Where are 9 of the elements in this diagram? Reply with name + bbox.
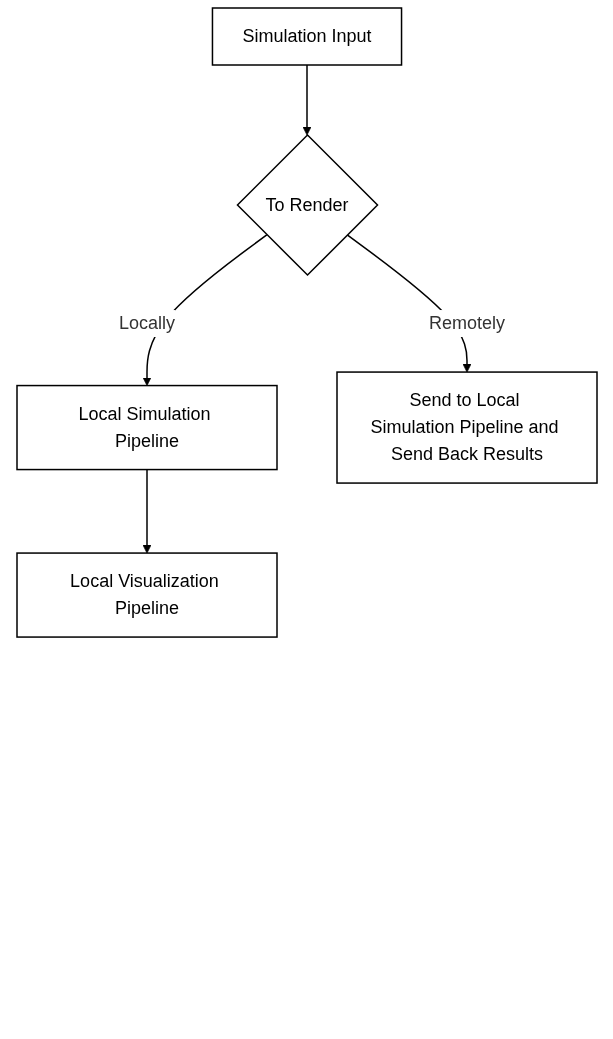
node-box: Local Simulation Pipeline — [15, 384, 278, 471]
edge-label: Remotely — [428, 313, 505, 334]
arrow — [302, 64, 311, 136]
node-box: Local Visualization Pipeline — [15, 552, 278, 638]
arrow — [142, 468, 151, 554]
node-box: Send to Local Simulation Pipeline and Send Back Results — [335, 371, 598, 484]
node-box: Simulation Input — [211, 7, 402, 66]
node-diamond: To Render — [235, 133, 379, 277]
edge-label: Locally — [118, 313, 175, 334]
